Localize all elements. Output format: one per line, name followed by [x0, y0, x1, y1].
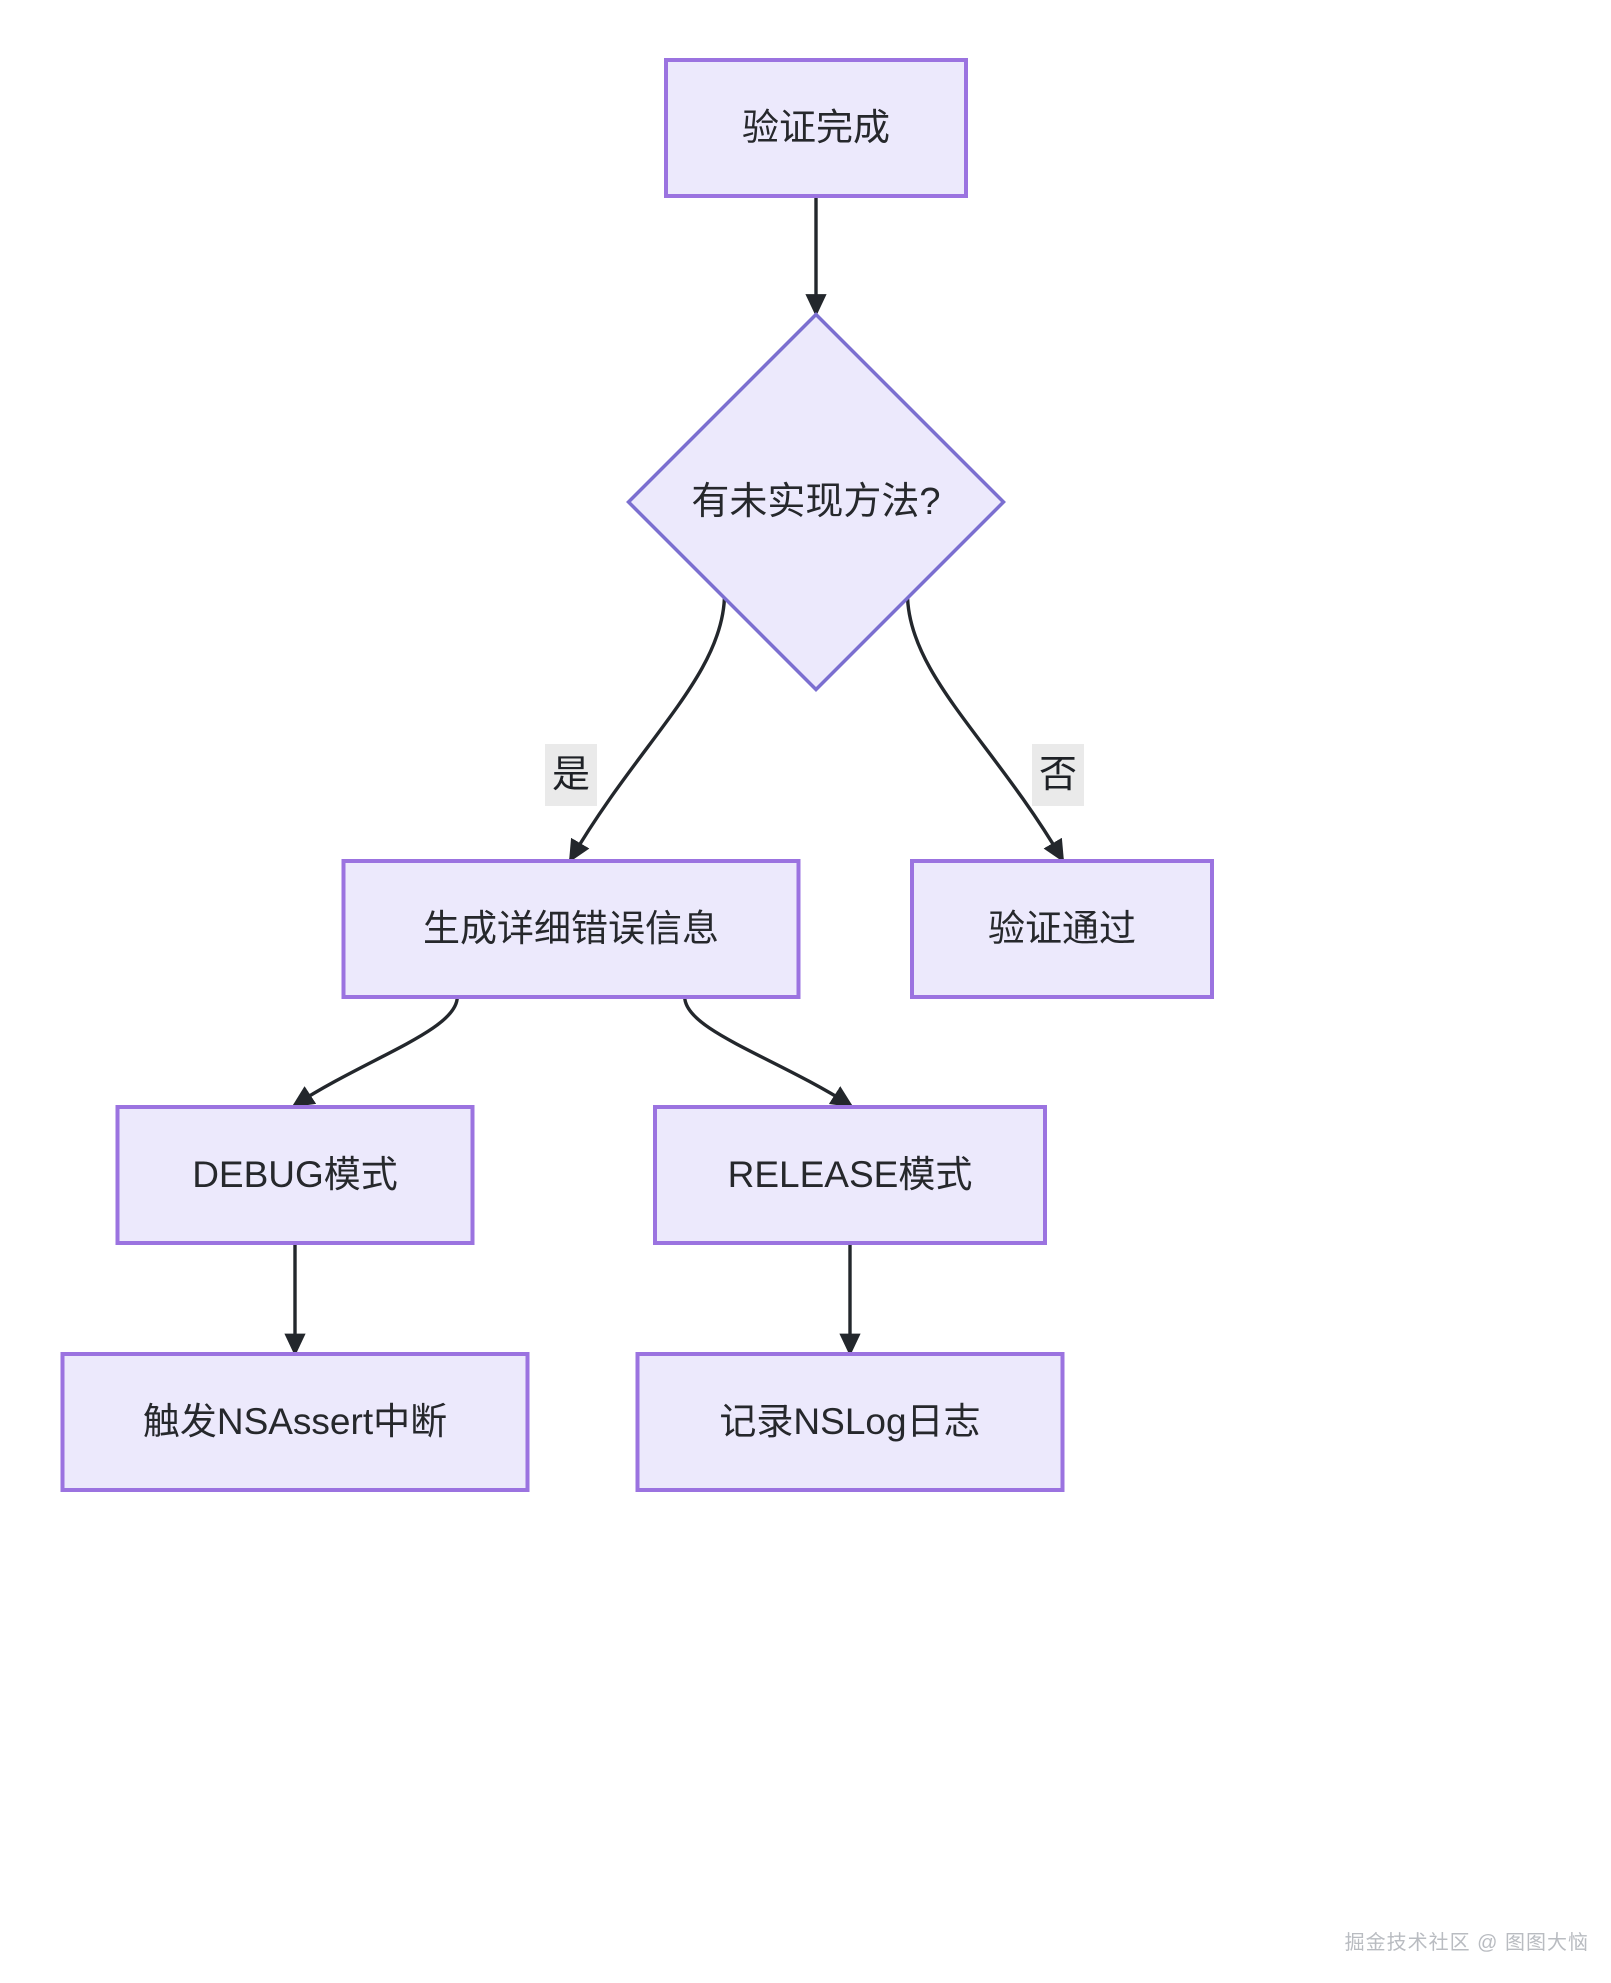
node-nsassert[interactable]: 触发NSAssert中断	[60, 1352, 530, 1492]
node-label-debug_mode: DEBUG模式	[192, 1154, 398, 1195]
node-start[interactable]: 验证完成	[664, 58, 968, 198]
edge-gen_error-to-debug_mode	[291, 995, 459, 1108]
watermark: 掘金技术社区 @ 图图大恼	[1344, 1932, 1589, 1954]
node-label-decision: 有未实现方法?	[691, 481, 940, 523]
node-shape-rect	[635, 1352, 1065, 1492]
edge-labels-layer: 是否	[545, 744, 1084, 806]
edge-label-text: 是	[552, 754, 590, 796]
edge-decision-to-pass	[905, 591, 1065, 863]
node-shape-rect	[115, 1105, 475, 1245]
node-shape-rect	[664, 58, 968, 198]
node-label-gen_error: 生成详细错误信息	[423, 908, 719, 949]
node-shape-rect	[60, 1352, 530, 1492]
node-label-nslog: 记录NSLog日志	[719, 1401, 980, 1442]
node-release_mode[interactable]: RELEASE模式	[653, 1105, 1047, 1245]
edge-label-background	[545, 744, 597, 806]
edge-label-decision-pass: 否	[1032, 744, 1084, 806]
node-label-nsassert: 触发NSAssert中断	[143, 1401, 447, 1442]
node-shape-rect	[341, 859, 801, 999]
edge-decision-to-gen_error	[568, 591, 727, 863]
node-shape-rect	[910, 859, 1214, 999]
edges-layer	[284, 194, 1065, 1357]
node-label-pass: 验证通过	[988, 908, 1136, 949]
node-pass[interactable]: 验证通过	[910, 859, 1214, 999]
node-nslog[interactable]: 记录NSLog日志	[635, 1352, 1065, 1492]
node-shape-diamond	[626, 312, 1006, 692]
node-shape-rect	[653, 1105, 1047, 1245]
edge-gen_error-to-release_mode	[683, 995, 854, 1108]
node-debug_mode[interactable]: DEBUG模式	[115, 1105, 475, 1245]
edge-label-text: 否	[1039, 754, 1077, 796]
node-decision[interactable]: 有未实现方法?	[626, 312, 1006, 692]
edge-label-background	[1032, 744, 1084, 806]
node-label-release_mode: RELEASE模式	[728, 1154, 973, 1195]
node-gen_error[interactable]: 生成详细错误信息	[341, 859, 801, 999]
edge-label-decision-gen_error: 是	[545, 744, 597, 806]
node-label-start: 验证完成	[742, 107, 890, 148]
